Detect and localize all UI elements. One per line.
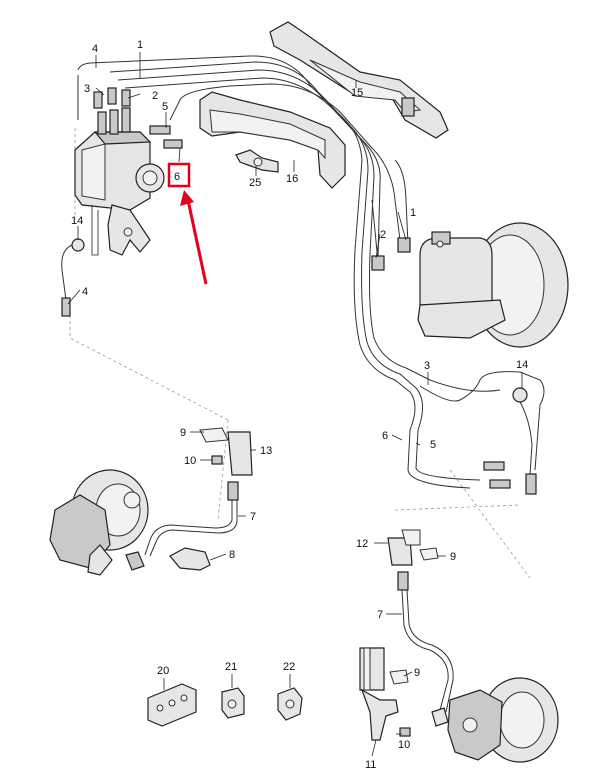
rear-brake-assembly — [431, 677, 559, 763]
callout-14-right: 14 — [516, 359, 528, 371]
callout-1-top: 1 — [137, 39, 143, 51]
callout-4-left: 4 — [82, 286, 88, 298]
callout-10-left: 10 — [184, 455, 196, 467]
callout-20: 20 — [157, 665, 169, 677]
rear-pipe-fittings — [483, 461, 511, 489]
pipe-fittings-top — [93, 87, 183, 149]
callout-5-mid: 5 — [430, 439, 436, 451]
highlighted-part-6: 6 — [167, 147, 208, 285]
callout-8: 8 — [229, 549, 235, 561]
highlight-box — [167, 162, 191, 188]
callout-7-left: 7 — [250, 511, 256, 523]
callout-9-bottom: 9 — [414, 667, 420, 679]
callout-10-bottom: 10 — [398, 739, 410, 751]
callout-3-top: 3 — [84, 83, 90, 95]
callout-12: 12 — [356, 538, 368, 550]
highlight-arrow-shaft — [186, 199, 208, 285]
pedal-bracket — [269, 21, 449, 139]
callout-13: 13 — [260, 445, 272, 457]
callout-1-right: 1 — [410, 207, 416, 219]
callout-labels: 1 4 3 2 5 15 25 16 1 2 14 4 3 14 6 5 9 1… — [71, 39, 528, 771]
bracket-8 — [169, 547, 211, 571]
callout-9-right: 9 — [450, 551, 456, 563]
clip-21 — [221, 687, 245, 719]
dashed-guides — [69, 128, 531, 579]
holder-13 — [199, 427, 253, 476]
callout-25: 25 — [249, 177, 261, 189]
rear-strut-bracket — [359, 647, 411, 741]
holder-12 — [387, 529, 439, 566]
callout-15: 15 — [351, 87, 363, 99]
callout-14-left: 14 — [71, 215, 83, 227]
callout-6-mid: 6 — [382, 430, 388, 442]
abs-hydraulic-unit — [74, 107, 165, 256]
front-hose-7 — [144, 481, 239, 557]
clip-25 — [235, 149, 279, 173]
callout-2-right: 2 — [380, 229, 386, 241]
support-bracket-16 — [199, 91, 346, 189]
callout-3-mid: 3 — [424, 360, 430, 372]
callout-4-top: 4 — [92, 43, 98, 55]
callout-16: 16 — [286, 173, 298, 185]
clip-22 — [277, 687, 303, 721]
highlight-arrow-head — [180, 190, 194, 206]
leader-lines — [67, 52, 523, 757]
brake-pipe-bundle — [77, 55, 545, 489]
front-brake-assembly — [49, 469, 149, 576]
callout-2-top: 2 — [152, 90, 158, 102]
clip-20 — [147, 683, 197, 727]
callout-11: 11 — [365, 759, 376, 771]
rear-hose-7 — [397, 571, 454, 713]
callout-6-highlighted: 6 — [174, 171, 180, 183]
callout-9-left: 9 — [180, 427, 186, 439]
left-flex-hose — [61, 238, 85, 317]
callout-7-right: 7 — [377, 609, 383, 621]
right-flex-hose — [512, 387, 537, 495]
brake-booster-master-cylinder — [371, 222, 569, 348]
callout-22: 22 — [283, 661, 295, 673]
callout-5-top: 5 — [162, 101, 168, 113]
callout-21: 21 — [225, 661, 237, 673]
